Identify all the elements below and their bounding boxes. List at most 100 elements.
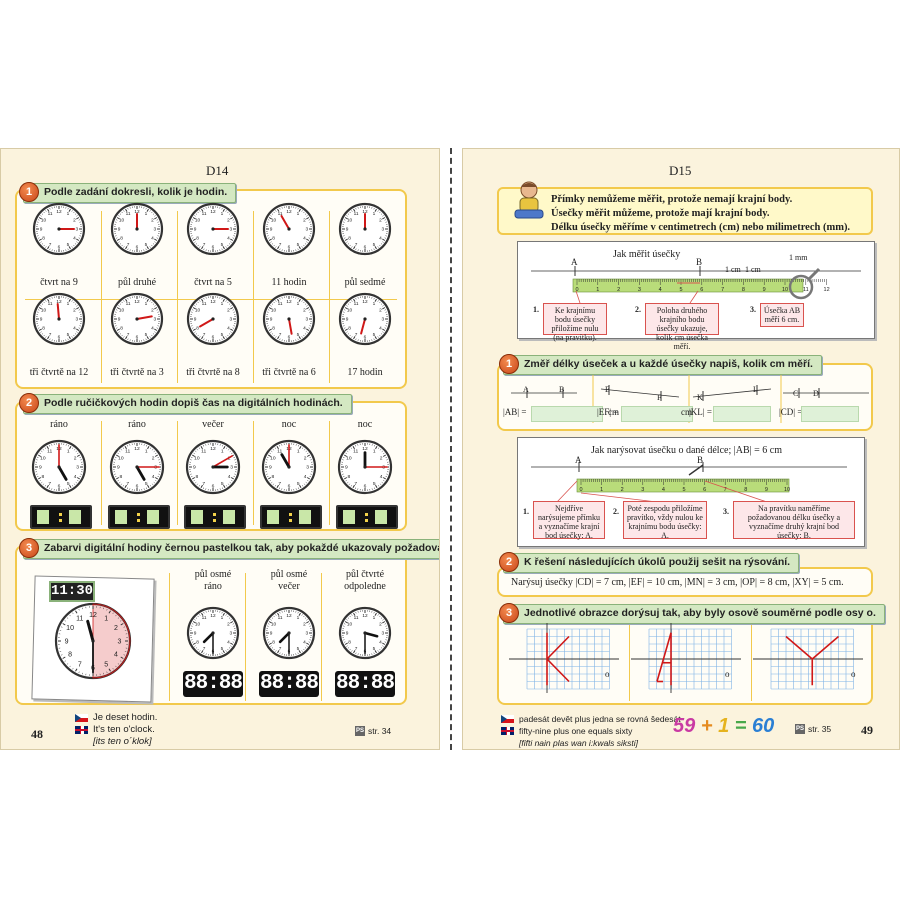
segment-3-point-2: L — [753, 385, 758, 394]
svg-text:7: 7 — [202, 481, 205, 487]
svg-text:9: 9 — [40, 227, 43, 233]
svg-text:2: 2 — [303, 622, 306, 628]
svg-text:3: 3 — [306, 227, 309, 233]
svg-text:3: 3 — [230, 465, 233, 471]
svg-text:10: 10 — [347, 622, 353, 628]
svg-text:4: 4 — [380, 474, 383, 480]
svg-text:6: 6 — [364, 483, 367, 489]
svg-text:8: 8 — [120, 474, 123, 480]
svg-text:9: 9 — [117, 465, 120, 471]
svg-text:8: 8 — [196, 640, 199, 646]
svg-text:1: 1 — [297, 301, 300, 307]
svg-text:3: 3 — [382, 631, 385, 637]
svg-text:8: 8 — [272, 474, 275, 480]
digital-slot — [299, 510, 311, 524]
svg-text:11: 11 — [76, 616, 83, 623]
draw-step-2-number: 2. — [613, 507, 619, 516]
segment-2-unit: cm — [681, 407, 692, 417]
svg-text:3: 3 — [306, 317, 309, 323]
segment-3-answer-box[interactable] — [713, 406, 771, 422]
svg-text:2: 2 — [151, 218, 154, 224]
task2-digital-display-5 — [336, 505, 398, 529]
svg-text:8: 8 — [120, 236, 123, 242]
r-task2-text: Narýsuj úsečky |CD| = 7 cm, |EF| = 10 cm… — [511, 577, 844, 588]
workbook-reference-left: str. 34 — [368, 726, 392, 736]
svg-text:12: 12 — [210, 613, 216, 619]
footer-pron-text: [its ten o´klok] — [93, 736, 152, 747]
svg-text:1: 1 — [373, 449, 376, 455]
svg-text:6: 6 — [58, 245, 61, 251]
digital-colon — [289, 513, 292, 522]
segment-4-answer-box[interactable] — [801, 406, 859, 422]
svg-text:9: 9 — [270, 631, 273, 637]
svg-text:5: 5 — [297, 332, 300, 338]
svg-text:9: 9 — [765, 487, 768, 493]
task1-instruction: Podle zadání dokresli, kolik je hodin. — [23, 183, 237, 203]
svg-text:5: 5 — [145, 481, 148, 487]
svg-text:7: 7 — [203, 646, 206, 652]
svg-text:3: 3 — [154, 317, 157, 323]
svg-text:2: 2 — [151, 308, 154, 314]
right-page: D15 Přímky nemůžeme měřit, protože nemaj… — [462, 148, 900, 750]
segment-2-label: |EF| = — [597, 407, 619, 417]
svg-text:6: 6 — [58, 335, 61, 341]
svg-text:5: 5 — [679, 287, 682, 293]
svg-text:7: 7 — [48, 481, 51, 487]
svg-text:10: 10 — [118, 455, 124, 461]
info-line-2: Úsečky měřit můžeme, protože mají krajní… — [551, 208, 770, 219]
svg-text:4: 4 — [379, 326, 382, 332]
svg-text:4: 4 — [659, 287, 662, 293]
svg-text:1: 1 — [373, 211, 376, 217]
svg-text:3: 3 — [306, 631, 309, 637]
task2-digital-display-4 — [260, 505, 322, 529]
footer-cz-text-right: padesát devět plus jedna se rovná šedesá… — [519, 714, 681, 724]
svg-text:5: 5 — [373, 481, 376, 487]
svg-text:2: 2 — [227, 622, 230, 628]
svg-text:9: 9 — [40, 317, 43, 323]
svg-text:3: 3 — [230, 317, 233, 323]
svg-text:7: 7 — [203, 332, 206, 338]
draw-step-3-number: 3. — [723, 507, 729, 516]
svg-text:2: 2 — [114, 625, 118, 632]
svg-text:7: 7 — [724, 487, 727, 493]
segment-1-answer-box[interactable] — [531, 406, 603, 422]
svg-text:4: 4 — [151, 326, 154, 332]
svg-text:6: 6 — [58, 483, 61, 489]
svg-text:5: 5 — [682, 487, 685, 493]
svg-text:9: 9 — [270, 317, 273, 323]
svg-text:4: 4 — [228, 474, 231, 480]
digital-slot — [191, 510, 203, 524]
svg-text:12: 12 — [286, 299, 292, 305]
svg-text:8: 8 — [196, 236, 199, 242]
svg-text:10: 10 — [195, 622, 201, 628]
svg-text:4: 4 — [379, 640, 382, 646]
svg-text:10: 10 — [271, 308, 277, 314]
segments-figure — [511, 375, 869, 423]
svg-text:5: 5 — [221, 332, 224, 338]
equation-term-60: 60 — [752, 715, 775, 737]
svg-text:3: 3 — [154, 227, 157, 233]
task1-label-2: půl druhé — [117, 277, 157, 288]
task2-instruction: Podle ručičkových hodin dopiš čas na dig… — [23, 394, 352, 414]
svg-text:2: 2 — [379, 308, 382, 314]
page-title-left: D14 — [206, 163, 229, 178]
svg-text:1: 1 — [373, 615, 376, 621]
svg-text:9: 9 — [763, 287, 766, 293]
svg-text:4: 4 — [303, 326, 306, 332]
draw-step-3: Na pravítku naměříme požadovanou délku ú… — [733, 501, 855, 540]
svg-text:10: 10 — [271, 218, 277, 224]
svg-text:11: 11 — [126, 211, 131, 217]
svg-text:10: 10 — [346, 455, 352, 461]
svg-text:2: 2 — [621, 487, 624, 493]
svg-text:10: 10 — [347, 308, 353, 314]
svg-text:3: 3 — [230, 631, 233, 637]
svg-text:12: 12 — [56, 299, 62, 305]
equation-plus: + — [700, 715, 713, 737]
segment-2-answer-box[interactable] — [621, 406, 693, 422]
svg-text:5: 5 — [297, 646, 300, 652]
svg-text:3: 3 — [76, 227, 79, 233]
svg-text:4: 4 — [73, 236, 76, 242]
